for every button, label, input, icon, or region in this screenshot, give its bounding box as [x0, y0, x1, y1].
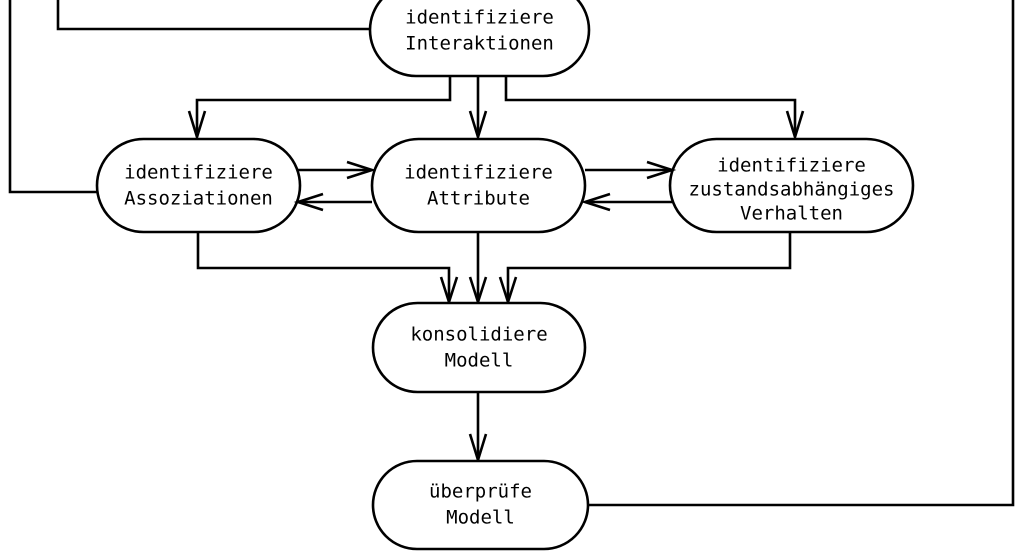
- node-label-ueberpruefe-line2: Modell: [446, 507, 515, 529]
- node-label-attribute-line1: identifiziere: [404, 162, 553, 184]
- feedback-right-segment: [588, 0, 1015, 507]
- node-label-attribute-line2: Attribute: [427, 188, 530, 210]
- node-shape-interaktionen: [368, 0, 591, 78]
- node-shape-attribute: [370, 137, 587, 234]
- edge-path-interaktionen-assoziationen: [195, 76, 452, 137]
- node-label-interaktionen-line2: Interaktionen: [405, 33, 554, 55]
- node-label-interaktionen-line1: identifiziere: [405, 7, 554, 29]
- edge-interaktionen-to-assoziationen: [187, 76, 452, 142]
- arrow-head-interaktionen-attribute: [468, 110, 488, 142]
- arrow-head-verhalten-attribute: [580, 192, 611, 212]
- node-identifiziere-assoziationen[interactable]: identifiziere Assoziationen: [95, 137, 302, 234]
- node-label-konsolidiere-line2: Modell: [445, 350, 514, 372]
- node-identifiziere-attribute[interactable]: identifiziere Attribute: [370, 137, 587, 234]
- node-label-verhalten-line2: zustandsabhängiges: [689, 179, 895, 201]
- feedback-left-vertical-segment: [8, 0, 97, 194]
- node-label-assoziationen-line2: Assoziationen: [124, 188, 273, 210]
- arrow-head-assoziationen-attribute: [346, 160, 377, 180]
- node-identifiziere-zustandsabhaengiges-verhalten[interactable]: identifiziere zustandsabhängiges Verhalt…: [668, 137, 915, 234]
- edge-attribute-to-verhalten: [585, 160, 677, 180]
- edge-path-interaktionen-verhalten: [504, 76, 797, 137]
- arrow-head-attribute-verhalten: [646, 160, 677, 180]
- edge-interaktionen-to-attribute: [468, 76, 488, 142]
- edge-attribute-to-konsolidiere: [468, 232, 488, 307]
- node-ueberpruefe-modell[interactable]: überprüfe Modell: [371, 459, 590, 551]
- edge-interaktionen-to-verhalten: [504, 76, 805, 142]
- node-identifiziere-interaktionen[interactable]: identifiziere Interaktionen: [368, 0, 591, 78]
- node-label-assoziationen-line1: identifiziere: [124, 162, 273, 184]
- edge-ueberpruefe-feedback-right: [588, 0, 1015, 507]
- edge-attribute-to-assoziationen: [293, 192, 372, 212]
- node-label-ueberpruefe-line1: überprüfe: [429, 481, 532, 503]
- arrow-head-interaktionen-verhalten: [785, 110, 805, 142]
- edge-verhalten-to-attribute: [580, 192, 672, 212]
- node-shape-verhalten: [668, 137, 915, 234]
- node-label-verhalten-line1: identifiziere: [717, 155, 866, 177]
- edge-path-assoziationen-konsolidiere: [196, 232, 451, 302]
- arrow-head-attribute-assoziationen: [293, 192, 324, 212]
- node-shape-konsolidiere: [371, 301, 587, 394]
- edge-verhalten-to-konsolidiere: [498, 232, 792, 307]
- edge-path-verhalten-konsolidiere: [506, 232, 792, 302]
- edge-interaktionen-feedback-left: [8, 0, 370, 194]
- feedback-left-upper-segment: [56, 0, 370, 31]
- node-label-verhalten-line3: Verhalten: [740, 203, 843, 225]
- edge-assoziationen-to-attribute: [298, 160, 377, 180]
- node-shape-ueberpruefe: [371, 459, 590, 551]
- edge-assoziationen-to-konsolidiere: [196, 232, 459, 307]
- node-label-konsolidiere-line1: konsolidiere: [410, 324, 547, 346]
- node-shape-assoziationen: [95, 137, 302, 234]
- arrow-head-interaktionen-assoziationen: [187, 110, 207, 142]
- node-konsolidiere-modell[interactable]: konsolidiere Modell: [371, 301, 587, 394]
- edge-konsolidiere-to-ueberpruefe: [468, 392, 488, 465]
